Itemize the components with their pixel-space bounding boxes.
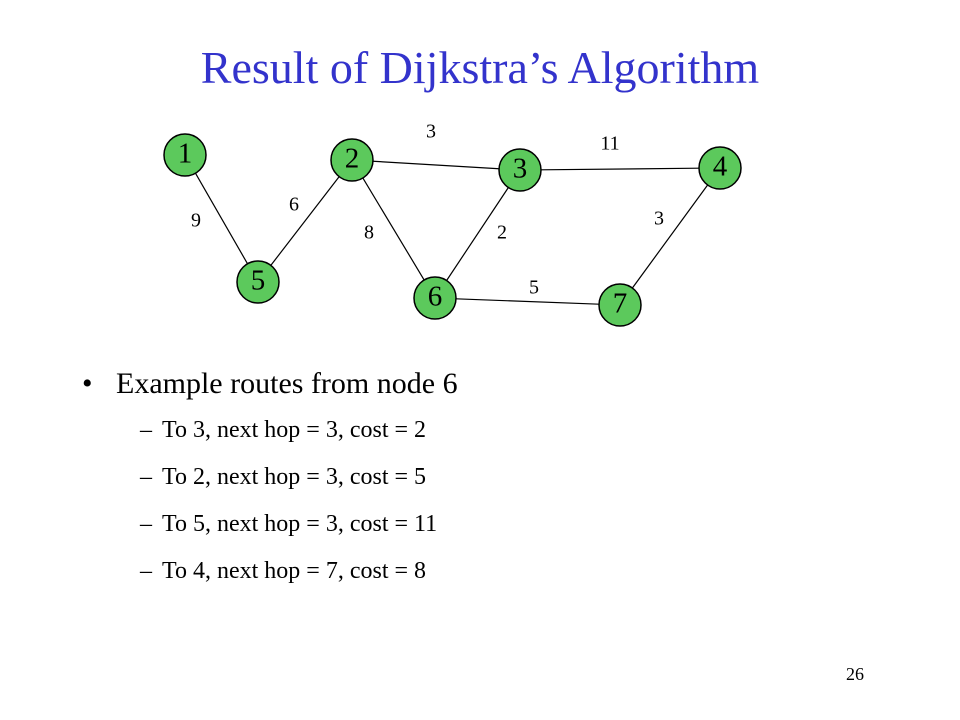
route-text: To 5, next hop = 3, cost = 11 bbox=[162, 511, 438, 537]
edge-weight-4-7: 3 bbox=[654, 208, 664, 230]
route-item: –To 2, next hop = 3, cost = 5 bbox=[140, 463, 458, 492]
node-label: 3 bbox=[513, 153, 528, 185]
weights-layer: 9 6 3 8 11 2 3 5 bbox=[191, 121, 664, 299]
route-list: –To 3, next hop = 3, cost = 2 –To 2, nex… bbox=[82, 416, 458, 586]
edge-3-6 bbox=[446, 187, 509, 281]
dash-icon: – bbox=[140, 511, 152, 537]
node-label: 4 bbox=[713, 151, 728, 183]
edge-weight-1-5: 9 bbox=[191, 210, 201, 232]
route-text: To 3, next hop = 3, cost = 2 bbox=[162, 417, 427, 443]
node-2: 2 bbox=[330, 138, 374, 182]
node-circle bbox=[163, 133, 207, 177]
node-circle bbox=[236, 260, 280, 304]
main-bullet-text: Example routes from node 6 bbox=[116, 367, 458, 400]
node-circle bbox=[498, 148, 542, 192]
node-4: 4 bbox=[698, 146, 742, 190]
node-circle bbox=[698, 146, 742, 190]
node-circle bbox=[413, 276, 457, 320]
edge-weight-2-6: 8 bbox=[364, 222, 374, 244]
route-bullets: •Example routes from node 6 –To 3, next … bbox=[82, 364, 458, 604]
node-label: 5 bbox=[251, 265, 266, 297]
slide-title: Result of Dijkstra’s Algorithm bbox=[200, 42, 760, 93]
node-label: 2 bbox=[345, 143, 360, 175]
edge-6-7 bbox=[455, 298, 600, 305]
edge-5-2 bbox=[270, 176, 340, 266]
bullet-dot-icon: • bbox=[82, 367, 93, 400]
route-text: To 4, next hop = 7, cost = 8 bbox=[162, 558, 427, 584]
node-label: 1 bbox=[178, 138, 193, 170]
edge-weight-3-6: 2 bbox=[497, 222, 507, 244]
node-circle bbox=[330, 138, 374, 182]
node-label: 7 bbox=[613, 288, 628, 320]
edge-2-3 bbox=[372, 160, 500, 170]
node-1: 1 bbox=[163, 133, 207, 177]
main-bullet: •Example routes from node 6 –To 3, next … bbox=[82, 364, 458, 586]
dash-icon: – bbox=[140, 464, 152, 490]
edge-1-5 bbox=[194, 172, 249, 265]
node-6: 6 bbox=[413, 276, 457, 320]
route-item: –To 4, next hop = 7, cost = 8 bbox=[140, 557, 458, 586]
page-number: 26 bbox=[846, 664, 864, 684]
dash-icon: – bbox=[140, 558, 152, 584]
route-item: –To 3, next hop = 3, cost = 2 bbox=[140, 416, 458, 445]
edge-4-7 bbox=[631, 184, 709, 289]
dash-icon: – bbox=[140, 417, 152, 443]
node-3: 3 bbox=[498, 148, 542, 192]
edge-weight-5-2: 6 bbox=[289, 194, 299, 216]
edge-3-4 bbox=[540, 167, 700, 171]
node-circle bbox=[598, 283, 642, 327]
node-5: 5 bbox=[236, 260, 280, 304]
route-text: To 2, next hop = 3, cost = 5 bbox=[162, 464, 427, 490]
node-7: 7 bbox=[598, 283, 642, 327]
edge-weight-6-7: 5 bbox=[529, 277, 539, 299]
route-item: –To 5, next hop = 3, cost = 11 bbox=[140, 510, 458, 539]
edge-weight-3-4: 11 bbox=[600, 133, 619, 155]
edges-layer bbox=[194, 160, 709, 305]
edge-weight-2-3: 3 bbox=[426, 121, 436, 143]
node-label: 6 bbox=[428, 281, 443, 313]
graph-diagram: 9 6 3 8 11 2 3 5 1 2 3 4 5 6 7 bbox=[163, 121, 742, 327]
nodes-layer: 1 2 3 4 5 6 7 bbox=[163, 133, 742, 327]
edge-2-6 bbox=[362, 177, 425, 281]
